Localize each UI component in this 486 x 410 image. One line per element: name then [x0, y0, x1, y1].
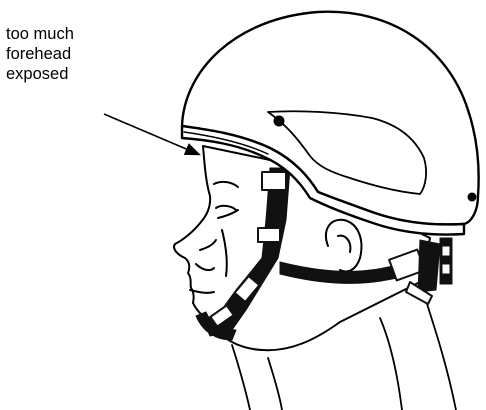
helmet-fit-diagram — [0, 0, 486, 410]
